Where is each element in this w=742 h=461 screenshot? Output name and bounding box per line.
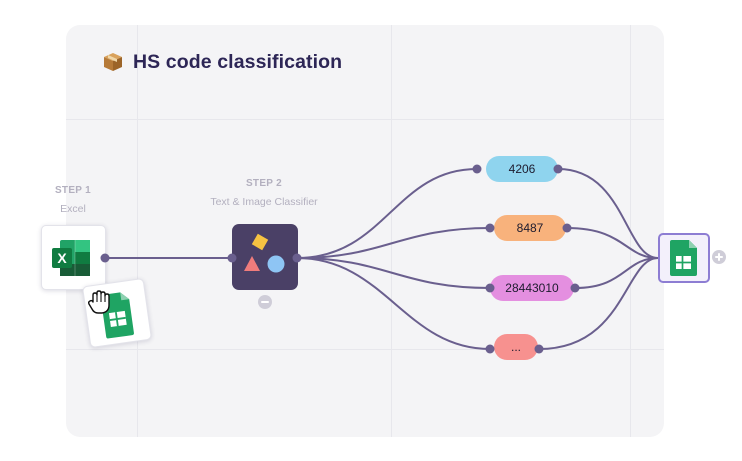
wire-to-output-1 xyxy=(296,168,478,259)
svg-text:X: X xyxy=(57,250,67,266)
connection-port[interactable] xyxy=(553,164,563,174)
output-pill[interactable]: 28443010 xyxy=(490,275,574,301)
excel-step-node[interactable]: X xyxy=(41,225,106,290)
connection-port[interactable] xyxy=(534,344,544,354)
step-2-number: STEP 2 xyxy=(245,178,283,189)
grid-line xyxy=(391,25,392,437)
output-label: 4206 xyxy=(508,162,536,176)
wire-output-3-merge xyxy=(574,257,659,289)
package-icon xyxy=(104,53,122,71)
output-pill[interactable]: 4206 xyxy=(486,156,558,182)
grab-hand-cursor-icon xyxy=(87,290,110,314)
classifier-shapes-icon xyxy=(244,233,285,273)
step-1-number: STEP 1 xyxy=(54,185,92,196)
google-sheets-icon xyxy=(670,240,697,276)
wire-to-output-3 xyxy=(296,257,491,289)
wire-output-2-merge xyxy=(566,227,659,259)
output-pill[interactable]: 8487 xyxy=(494,215,566,241)
output-pill[interactable]: ... xyxy=(494,334,538,360)
connection-port[interactable] xyxy=(485,344,495,354)
collapse-button[interactable] xyxy=(258,295,272,309)
connection-port[interactable] xyxy=(562,223,572,233)
plus-icon xyxy=(715,253,723,261)
grid-line xyxy=(66,349,664,350)
output-label: 28443010 xyxy=(505,281,559,295)
sheets-output-node[interactable] xyxy=(658,233,710,283)
connection-port[interactable] xyxy=(100,253,110,263)
add-step-button[interactable] xyxy=(712,250,726,264)
grid-line xyxy=(137,25,138,437)
excel-icon: X xyxy=(52,240,90,276)
wire-to-output-4 xyxy=(296,257,491,350)
classifier-step-node[interactable] xyxy=(232,224,298,290)
connection-port[interactable] xyxy=(485,283,495,293)
output-label: 8487 xyxy=(516,221,544,235)
connection-port[interactable] xyxy=(472,164,482,174)
step-1-name: Excel xyxy=(60,203,86,215)
workflow-title: HS code classification xyxy=(102,48,342,76)
connection-port[interactable] xyxy=(485,223,495,233)
wire-output-1-merge xyxy=(557,168,659,259)
connection-port[interactable] xyxy=(227,253,237,263)
grid-line xyxy=(66,119,664,120)
wire-output-4-merge xyxy=(538,257,659,350)
step-2-name: Text & Image Classifier xyxy=(210,196,318,208)
minus-icon xyxy=(261,301,269,303)
wire-to-output-2 xyxy=(296,227,491,259)
connection-port[interactable] xyxy=(570,283,580,293)
connection-port[interactable] xyxy=(292,253,302,263)
page-title: HS code classification xyxy=(133,50,343,73)
output-label: ... xyxy=(510,340,521,354)
